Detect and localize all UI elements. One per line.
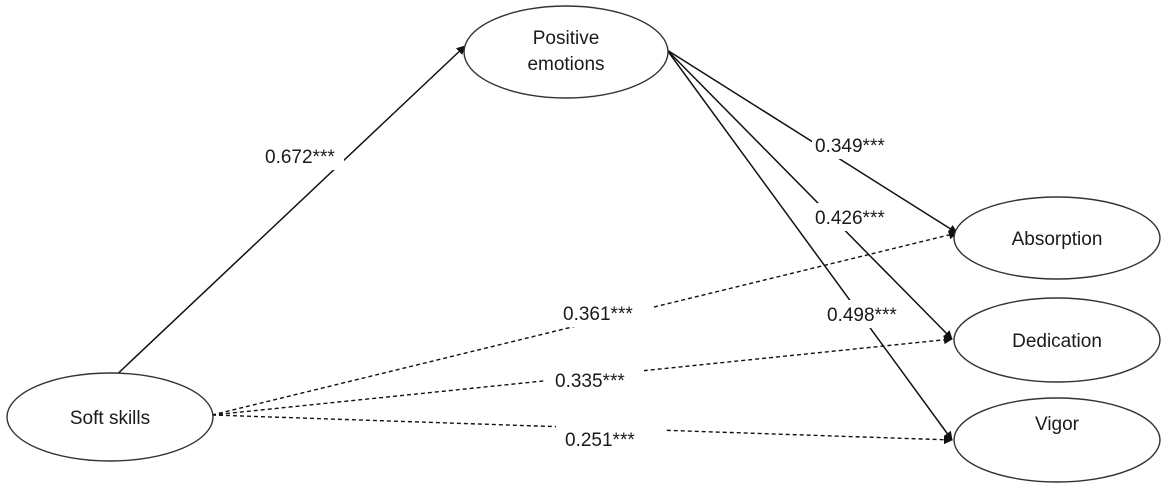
coefficient-positive-to-absorption: 0.349***	[815, 136, 885, 157]
coefficient-positive-to-vigor: 0.498***	[827, 305, 897, 326]
node-vigor: Vigor	[953, 397, 1161, 483]
arrow-soft-to-absorption	[211, 230, 958, 416]
coefficient-soft-to-vigor: 0.251***	[565, 430, 635, 451]
arrow-positive-to-dedication	[666, 49, 953, 340]
coefficient-soft-to-positive: 0.672***	[265, 147, 335, 168]
node-dedication-label: Dedication	[1012, 331, 1102, 352]
node-absorption: Absorption	[953, 196, 1161, 280]
node-positive-emotions-line2: emotions	[527, 54, 604, 75]
coefficient-soft-to-absorption: 0.361***	[563, 304, 633, 325]
coefficient-soft-to-dedication: 0.335***	[555, 371, 625, 392]
node-soft-skills-label: Soft skills	[70, 408, 150, 429]
arrow-soft-to-vigor	[211, 414, 953, 445]
node-soft-skills: Soft skills	[6, 372, 214, 462]
arrow-soft-to-positive	[109, 45, 466, 382]
coefficient-positive-to-dedication: 0.426***	[815, 208, 885, 229]
node-absorption-label: Absorption	[1012, 229, 1103, 250]
node-positive-emotions: Positive emotions	[463, 5, 669, 99]
arrow-positive-to-vigor	[666, 49, 953, 441]
node-dedication: Dedication	[953, 297, 1161, 383]
node-positive-emotions-line1: Positive	[533, 28, 600, 49]
node-vigor-label: Vigor	[1035, 414, 1080, 435]
